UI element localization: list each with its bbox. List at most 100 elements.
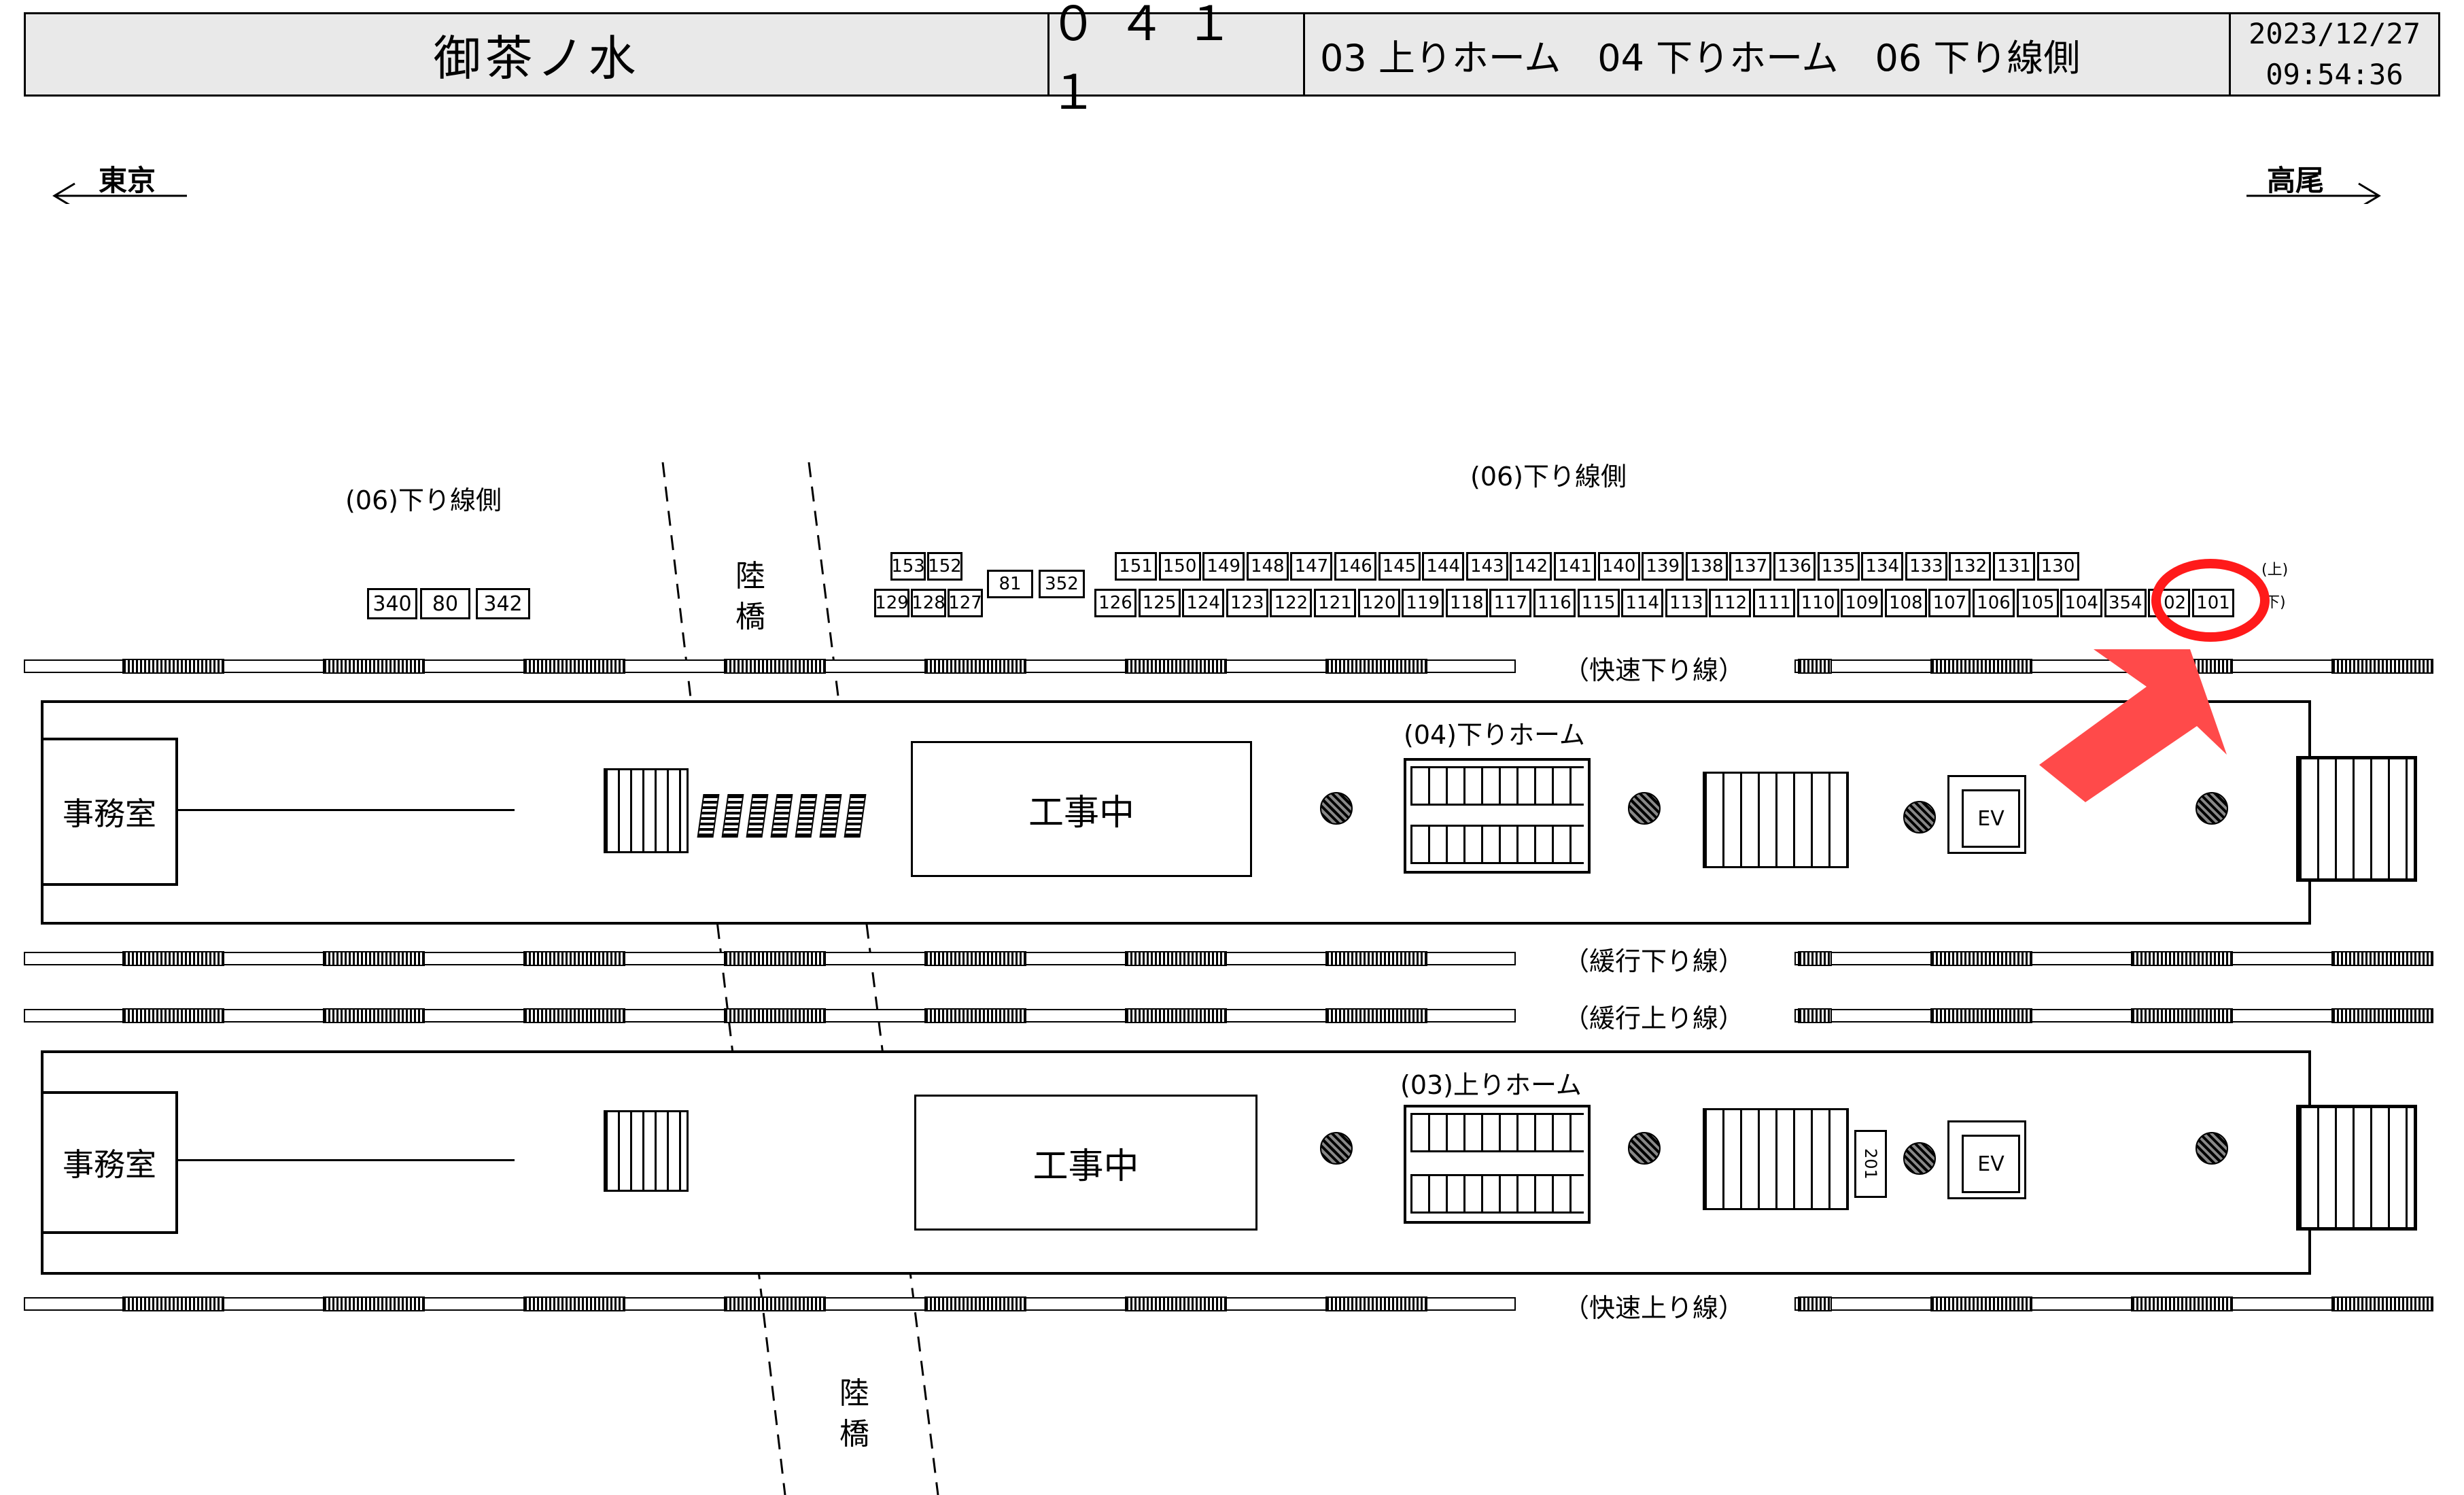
date-text: 2023/12/27 [2249, 17, 2420, 50]
pillar-icon [1320, 792, 1353, 825]
car-131: 131 [1993, 552, 2035, 581]
car-126: 126 [1094, 589, 1136, 617]
escalator-03 [1404, 1105, 1591, 1224]
car-130: 130 [2036, 552, 2079, 581]
track-label-rapid-down: （快速下り線） [1563, 655, 1745, 685]
car-135: 135 [1817, 552, 1860, 581]
pillar-icon [1903, 801, 1936, 834]
car-104: 104 [2060, 589, 2103, 617]
car-149: 149 [1202, 552, 1245, 581]
pillar-icon [1903, 1142, 1936, 1175]
track-tie [724, 1008, 826, 1023]
track-label-local-down: （緩行下り線） [1563, 946, 1745, 976]
escalator-04 [1404, 758, 1591, 874]
car-101: 101 [2192, 589, 2234, 617]
pillar-icon [2196, 1132, 2228, 1165]
track-tie [2331, 1296, 2433, 1311]
track-tie [122, 1296, 224, 1311]
car-153: 153 [890, 552, 926, 581]
pillar-icon [2196, 792, 2228, 825]
track-tie [1325, 951, 1427, 966]
track-tie [1798, 1008, 1832, 1023]
track-tie [323, 1008, 425, 1023]
timestamp: 2023/12/27 09:54:36 [2231, 14, 2438, 94]
direction-left: 東京 [99, 164, 156, 197]
bridge-label-top: 陸橋 [735, 559, 765, 634]
track-label-local-up: （緩行上り線） [1563, 1003, 1745, 1033]
car-108: 108 [1884, 589, 1927, 617]
car-139: 139 [1642, 552, 1684, 581]
pillar-icon [1628, 792, 1661, 825]
car-201: 201 [1854, 1130, 1887, 1198]
track-tie [523, 1296, 625, 1311]
car-122: 122 [1270, 589, 1313, 617]
track-tie [1798, 1296, 1832, 1311]
car-132: 132 [1949, 552, 1992, 581]
platform-04-label: (04)下りホーム [1404, 720, 1585, 750]
header-bar: 御茶ノ水 ０４１１ 03 上りホーム 04 下りホーム 06 下り線側 2023… [24, 0, 2440, 120]
construction-03: 工事中 [914, 1095, 1257, 1231]
office-line-04 [178, 809, 515, 811]
car-138: 138 [1685, 552, 1728, 581]
track-tie [1325, 1296, 1427, 1311]
car-112: 112 [1709, 589, 1752, 617]
car-143: 143 [1465, 552, 1508, 581]
track-tie [2131, 1296, 2233, 1311]
car-150: 150 [1158, 552, 1201, 581]
car-120: 120 [1357, 589, 1400, 617]
track-tie [924, 1008, 1026, 1023]
car-81: 81 [987, 570, 1033, 598]
pillar-icon [1320, 1132, 1353, 1165]
direction-right: 高尾 [2267, 164, 2325, 197]
track-tie [924, 951, 1026, 966]
car-105: 105 [2016, 589, 2059, 617]
car-133: 133 [1905, 552, 1947, 581]
car-340: 340 [367, 588, 417, 619]
ev-label: EV [1962, 1135, 2020, 1193]
track-tie [1930, 659, 2032, 674]
car-137: 137 [1729, 552, 1772, 581]
track-tie [323, 1296, 425, 1311]
track-tie [2331, 659, 2433, 674]
track-tie [1798, 951, 1832, 966]
car-151: 151 [1115, 552, 1157, 581]
platform-list: 03 上りホーム 04 下りホーム 06 下り線側 [1305, 14, 2231, 94]
track-tie [122, 1008, 224, 1023]
highlight-arrow-icon [2039, 649, 2227, 802]
car-117: 117 [1489, 589, 1532, 617]
car-123: 123 [1226, 589, 1268, 617]
stairs-03-right [2296, 1105, 2417, 1231]
platform-03-label: (03)上りホーム [1400, 1070, 1582, 1100]
right-arrow-icon [2246, 182, 2381, 204]
stairs-04-right [2296, 756, 2417, 882]
bridge-label-bottom: 陸橋 [839, 1376, 869, 1451]
track-label-rapid-up: （快速上り線） [1563, 1293, 1745, 1323]
car-147: 147 [1290, 552, 1333, 581]
car-124: 124 [1182, 589, 1225, 617]
pillar-icon [1628, 1132, 1661, 1165]
car-80: 80 [420, 588, 470, 619]
car-354: 354 [2104, 589, 2147, 617]
stairs-03-mid [1703, 1108, 1849, 1210]
office-04: 事務室 [41, 738, 178, 886]
car-148: 148 [1246, 552, 1289, 581]
ev-label: EV [1962, 789, 2020, 848]
construction-04: 工事中 [911, 741, 1252, 877]
car-110: 110 [1797, 589, 1839, 617]
stairs-03-left [604, 1110, 689, 1192]
track-tie [1125, 1296, 1227, 1311]
office-03: 事務室 [41, 1091, 178, 1234]
car-115: 115 [1577, 589, 1620, 617]
track-tie [523, 659, 625, 674]
track-tie [122, 659, 224, 674]
car-118: 118 [1445, 589, 1488, 617]
car-152: 152 [927, 552, 962, 581]
track-tie [323, 951, 425, 966]
car-113: 113 [1665, 589, 1707, 617]
car-128: 128 [911, 589, 946, 617]
car-106: 106 [1973, 589, 2015, 617]
time-text: 09:54:36 [2266, 58, 2404, 91]
car-111: 111 [1753, 589, 1795, 617]
